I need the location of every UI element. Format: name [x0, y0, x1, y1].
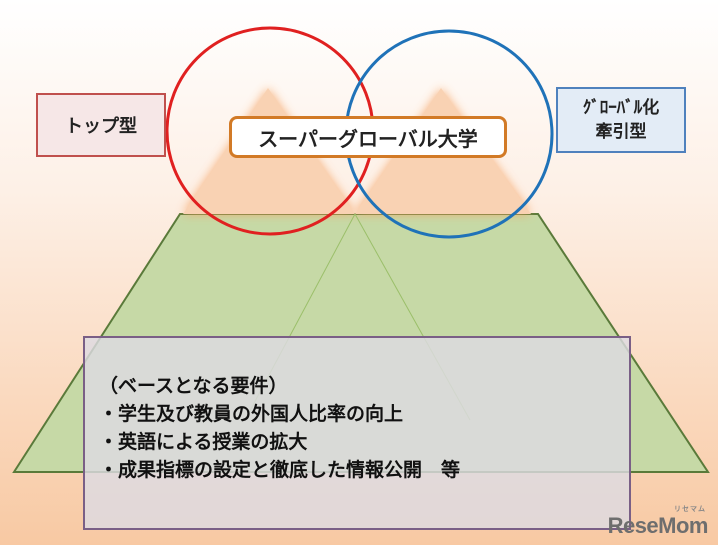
top-type-text: トップ型: [65, 116, 137, 137]
requirements-heading: （ベースとなる要件）: [99, 375, 288, 397]
super-global-university-text: スーパーグローバル大学: [258, 126, 478, 151]
requirement-item: ・英語による授業の拡大: [99, 431, 308, 453]
resemom-logo-sub: リセマム: [674, 506, 706, 513]
top-type-label: トップ型: [36, 93, 166, 157]
resemom-logo: リセマム ReseMom: [607, 506, 709, 539]
super-global-university-label: スーパーグローバル大学: [229, 116, 507, 158]
requirements-box: （ベースとなる要件） ・学生及び教員の外国人比率の向上 ・英語による授業の拡大 …: [83, 336, 631, 530]
resemom-logo-text: ReseMom: [607, 513, 709, 538]
requirement-item: ・学生及び教員の外国人比率の向上: [99, 403, 404, 425]
global-type-label: ｸﾞﾛｰﾊﾞﾙ化 牽引型: [556, 87, 686, 153]
global-type-text-line2: 牽引型: [595, 122, 647, 142]
requirement-item: ・成果指標の設定と徹底した情報公開 等: [99, 459, 461, 481]
global-type-text-line1: ｸﾞﾛｰﾊﾞﾙ化: [582, 98, 660, 118]
